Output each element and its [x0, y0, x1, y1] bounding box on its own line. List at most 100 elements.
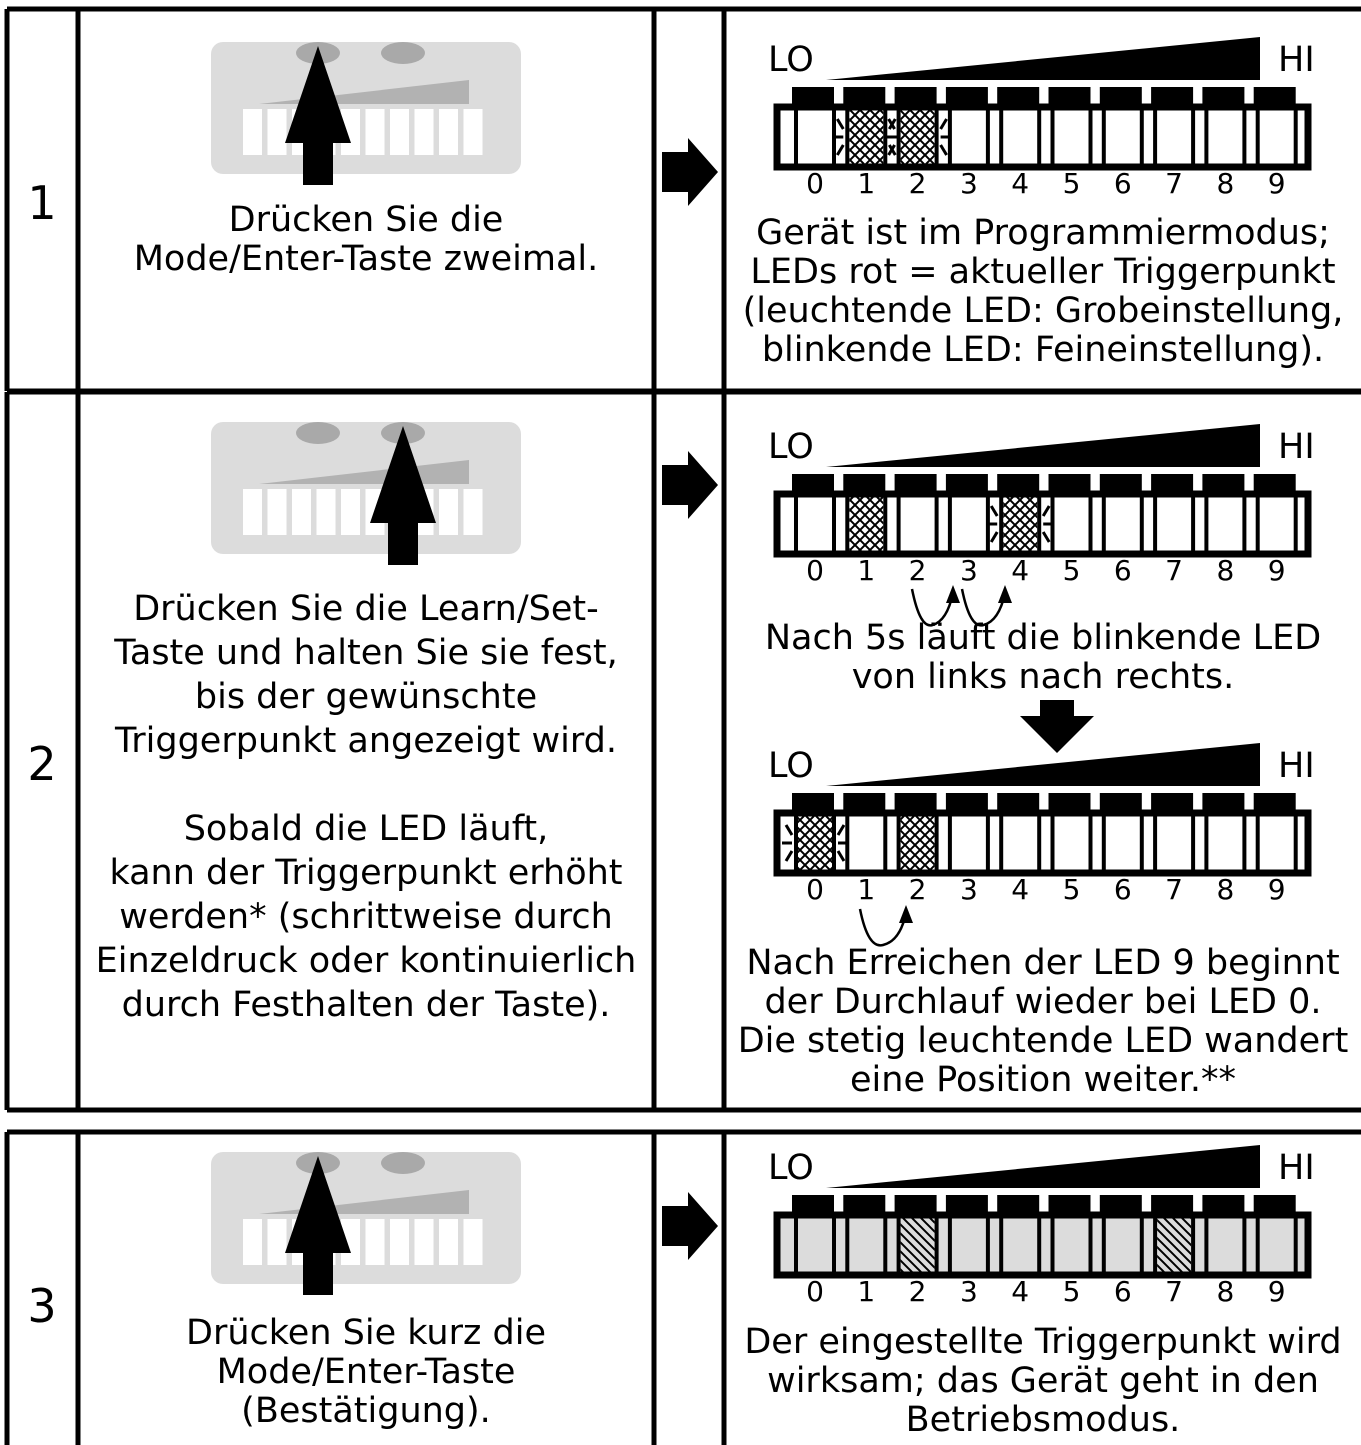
device-led — [414, 109, 434, 155]
blink-ray — [784, 850, 794, 862]
led-cap — [1202, 793, 1245, 813]
led-cap — [1099, 1195, 1142, 1215]
led-active — [849, 109, 884, 165]
device-led — [365, 1219, 385, 1265]
led-cap — [1253, 474, 1296, 494]
led-number-label: 7 — [1165, 167, 1183, 200]
led-cap — [945, 474, 988, 494]
text-line: Die stetig leuchtende LED wandert — [737, 1021, 1349, 1061]
blink-ray — [887, 118, 896, 130]
led-cap — [1099, 474, 1142, 494]
blink-ray — [989, 505, 999, 517]
device-led — [463, 1219, 483, 1265]
led-number-label: 4 — [1011, 554, 1030, 587]
curve-head — [899, 905, 913, 923]
blink-ray — [939, 118, 948, 130]
led-number-label: 5 — [1062, 873, 1081, 906]
text-line: LEDs rot = aktueller Triggerpunkt — [750, 252, 1336, 292]
text-line: werden* (schrittweise durch — [119, 897, 613, 937]
led-display — [773, 424, 1312, 558]
hi-label: HI — [1278, 746, 1315, 786]
text-line: Drücken Sie die Learn/Set- — [133, 589, 599, 629]
device-led — [463, 109, 483, 155]
led-cap — [997, 1195, 1040, 1215]
led-number-label: 3 — [959, 1275, 978, 1308]
press-arrow-icon — [285, 1156, 351, 1295]
curved-arrow-icon — [858, 905, 913, 947]
text-line: Betriebsmodus. — [905, 1400, 1181, 1440]
curve-head — [946, 585, 960, 603]
led-cap — [792, 793, 834, 813]
device-led — [341, 489, 360, 535]
device-icon — [211, 42, 521, 185]
step-3-result-text: Der eingestellte Triggerpunkt wird wirks… — [728, 1323, 1358, 1440]
curved-arrow-icon — [960, 585, 1012, 627]
device-led — [463, 489, 483, 535]
blink-ray — [887, 144, 896, 156]
led-number-label: 7 — [1165, 554, 1183, 587]
led-cap — [1253, 1195, 1296, 1215]
step-2-result-text: Nach Erreichen der LED 9 beginnt der Dur… — [728, 944, 1358, 1100]
led-cap — [945, 1195, 988, 1215]
led-active — [1003, 496, 1038, 552]
text-line: (Bestätigung). — [241, 1391, 491, 1431]
led-cap — [1151, 1195, 1194, 1215]
press-arrow-icon — [370, 426, 436, 565]
led-number-label: 8 — [1216, 1275, 1235, 1308]
led-number-label: 1 — [857, 873, 876, 906]
led-number-label: 2 — [908, 873, 927, 906]
led-cap — [1151, 793, 1194, 813]
led-active — [798, 815, 832, 871]
led-active — [849, 496, 884, 552]
step-2-action-text: Drücken Sie die Learn/Set- Taste und hal… — [82, 587, 650, 1027]
blink-ray — [784, 824, 794, 836]
led-cap — [843, 793, 886, 813]
led-cap — [843, 474, 886, 494]
led-cap — [1048, 1195, 1091, 1215]
led-active — [900, 109, 935, 165]
led-cap — [894, 1195, 937, 1215]
text-line: Der eingestellte Triggerpunkt wird — [744, 1322, 1342, 1362]
ramp-bar — [826, 1145, 1260, 1188]
text-line: Drücken Sie die — [228, 200, 504, 240]
led-cap — [945, 793, 988, 813]
led-number-label: 3 — [959, 167, 978, 200]
text-line: Sobald die LED läuft, — [183, 809, 549, 849]
led-number-label: 1 — [857, 167, 876, 200]
curve-head — [998, 585, 1012, 603]
led-cap — [997, 793, 1040, 813]
led-number-label: 0 — [806, 554, 824, 587]
led-cap — [1202, 87, 1245, 107]
device-led — [243, 489, 262, 535]
device-led — [243, 1219, 262, 1265]
blink-ray — [1041, 505, 1051, 517]
led-number-label: 5 — [1062, 1275, 1081, 1308]
led-cap — [1048, 474, 1091, 494]
led-number-label: 9 — [1267, 554, 1286, 587]
blink-ray — [989, 531, 999, 543]
led-cap — [792, 87, 834, 107]
led-cap — [894, 793, 937, 813]
led-number-label: 3 — [959, 554, 978, 587]
curved-arrow-icon — [910, 585, 960, 627]
down-arrow-icon — [1020, 700, 1094, 753]
text-line: eine Position weiter.** — [850, 1060, 1236, 1100]
led-number-label: 5 — [1062, 554, 1081, 587]
blink-ray — [1041, 531, 1051, 543]
led-cap — [1151, 87, 1194, 107]
led-number-label: 6 — [1113, 167, 1132, 200]
hi-label: HI — [1278, 427, 1315, 467]
led-number-label: 6 — [1113, 1275, 1132, 1308]
led-number-label: 0 — [806, 1275, 824, 1308]
blink-ray — [836, 824, 846, 836]
led-number-label: 2 — [908, 167, 927, 200]
right-arrow-icon — [662, 451, 718, 519]
ramp-bar — [826, 37, 1260, 80]
led-cap — [894, 474, 937, 494]
text-line: (leuchtende LED: Grobeinstellung, — [742, 291, 1344, 331]
led-number-label: 7 — [1165, 1275, 1183, 1308]
led-cap — [792, 1195, 834, 1215]
text-line: Triggerpunkt angezeigt wird. — [115, 721, 617, 761]
